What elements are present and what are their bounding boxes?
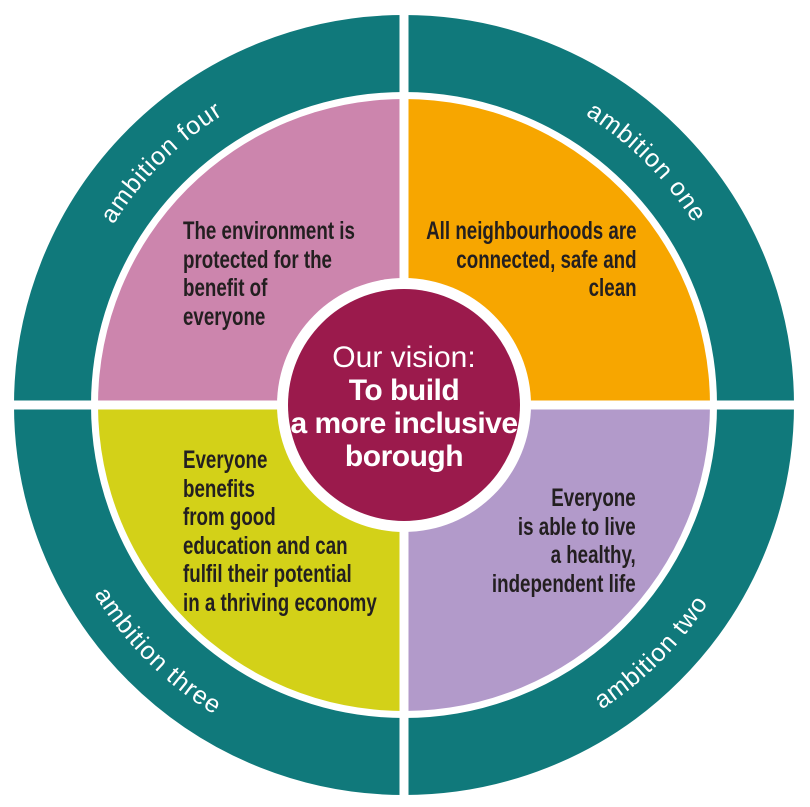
vision-label: Our vision: (332, 341, 476, 374)
vision-text-block: Our vision: To build a more inclusive bo… (204, 341, 604, 473)
ambition-one-statement: All neighbourhoods are connected, safe a… (426, 217, 637, 302)
ambition-four-statement: The environment is protected for the ben… (183, 217, 355, 331)
vision-statement: To build a more inclusive borough (290, 374, 518, 473)
vision-circle (288, 289, 520, 521)
ambition-two-statement: Everyone is able to live a healthy, inde… (492, 484, 636, 598)
ambition-three-statement: Everyone benefits from good education an… (183, 446, 377, 617)
